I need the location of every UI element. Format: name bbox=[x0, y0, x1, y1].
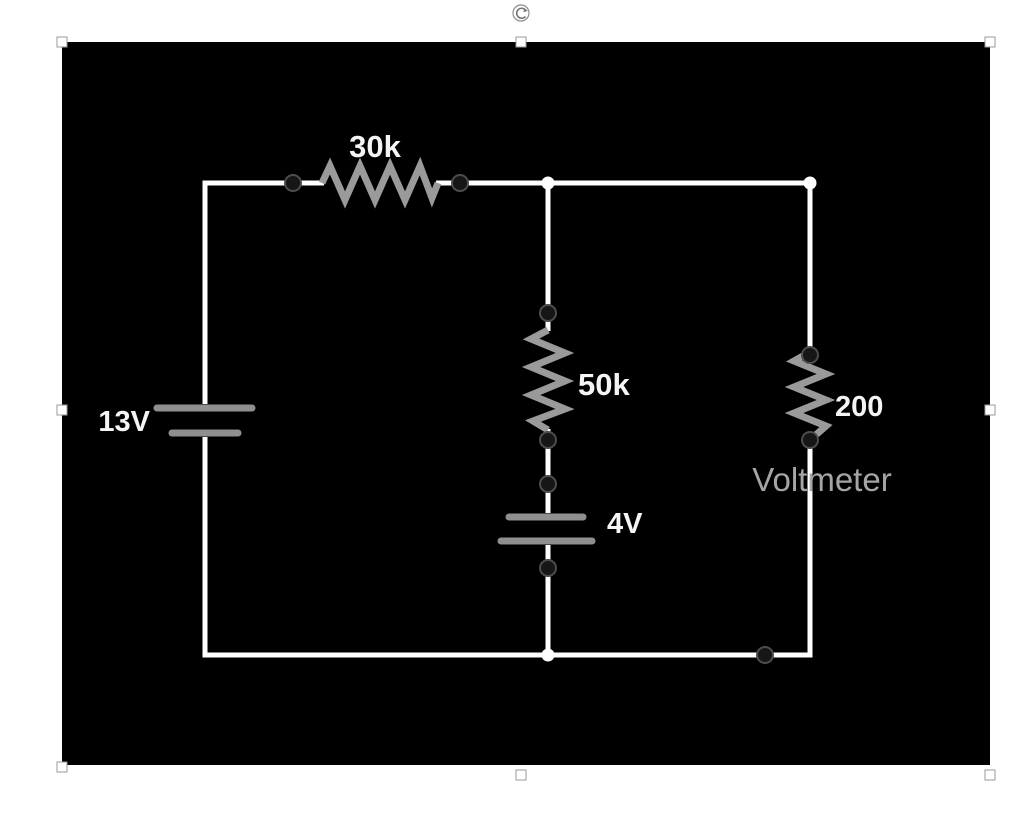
circuit-resistors bbox=[318, 156, 836, 443]
selection-frame bbox=[56, 4, 996, 781]
node-middle-below-4v bbox=[539, 559, 557, 577]
resistor-30k-label: 30k bbox=[349, 129, 401, 164]
resistor-200-zigzag bbox=[784, 348, 836, 443]
selection-handle-bottom-mid[interactable] bbox=[515, 769, 527, 781]
selection-handle-mid-right[interactable] bbox=[984, 404, 996, 416]
node-middle-above-50k bbox=[539, 304, 557, 322]
node-bottom-right bbox=[756, 646, 774, 664]
junction-bottom-middle bbox=[541, 648, 555, 662]
junction-top-right bbox=[803, 176, 817, 190]
circuit-batteries bbox=[153, 404, 596, 545]
node-right-above-200 bbox=[801, 346, 819, 364]
node-right-below-200 bbox=[801, 431, 819, 449]
selection-handle-bottom-left[interactable] bbox=[56, 761, 68, 773]
resistor-200-label: 200 bbox=[835, 391, 883, 423]
resistor-50k-zigzag bbox=[521, 326, 575, 434]
node-top-right-of-resistor bbox=[451, 174, 469, 192]
node-top-left-of-resistor bbox=[284, 174, 302, 192]
junction-top-middle bbox=[541, 176, 555, 190]
rotate-handle[interactable] bbox=[512, 4, 530, 22]
wire-bottom-loop bbox=[202, 437, 813, 658]
resistor-30k-zigzag bbox=[318, 156, 442, 209]
node-middle-below-50k bbox=[539, 431, 557, 449]
rotate-arrowhead-icon bbox=[523, 8, 528, 13]
connection-nodes-dark bbox=[284, 174, 819, 664]
node-middle-above-4v bbox=[539, 475, 557, 493]
resistor-50k-label: 50k bbox=[578, 367, 630, 402]
diagram-background[interactable] bbox=[62, 42, 990, 765]
rotate-arrow-icon bbox=[515, 7, 527, 19]
selection-handle-top-right[interactable] bbox=[984, 36, 996, 48]
junction-nodes-white bbox=[541, 176, 817, 662]
selection-handle-top-mid[interactable] bbox=[515, 36, 527, 48]
selection-handle-top-left[interactable] bbox=[56, 36, 68, 48]
selection-handle-bottom-right[interactable] bbox=[984, 769, 996, 781]
voltmeter-label: Voltmeter bbox=[752, 461, 891, 498]
selection-handle-mid-left[interactable] bbox=[56, 404, 68, 416]
battery-13v-label: 13V bbox=[98, 406, 150, 438]
battery-4v-label: 4V bbox=[607, 508, 643, 540]
